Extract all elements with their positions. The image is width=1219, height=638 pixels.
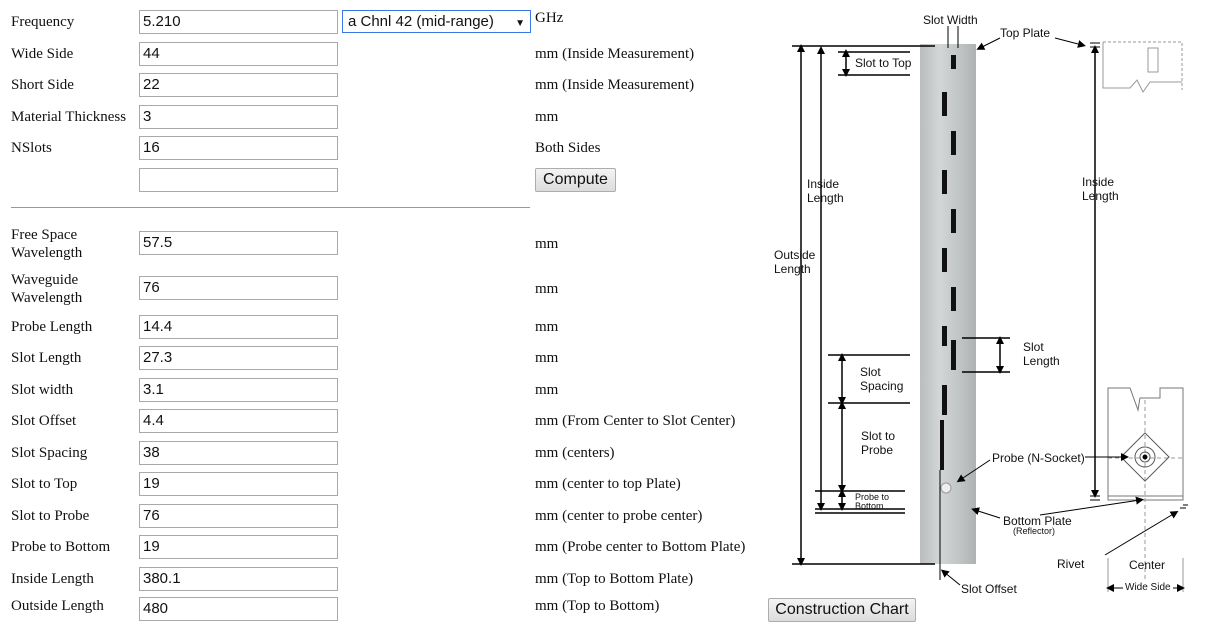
result-input-slot-offset[interactable]: 4.4: [139, 409, 338, 433]
diagram-label-wide-side: Wide Side: [1123, 581, 1173, 595]
result-unit-slot-width: mm: [535, 382, 559, 398]
result-label-slot-length: Slot Length: [11, 350, 82, 366]
waveguide-diagram: [792, 26, 1188, 592]
slots: [940, 55, 956, 470]
short-side-unit: mm (Inside Measurement): [535, 77, 695, 93]
short-side-label: Short Side: [11, 77, 74, 93]
result-input-slot-to-top[interactable]: 19: [139, 472, 338, 496]
result-input-slot-to-probe[interactable]: 76: [139, 504, 338, 528]
wide-side-input[interactable]: 44: [139, 42, 338, 66]
diagram-label-rivet: Rivet: [1057, 557, 1085, 571]
waveguide-body: [920, 44, 976, 564]
result-unit-outside-length: mm (Top to Bottom): [535, 598, 660, 614]
result-label-slot-offset: Slot Offset: [11, 413, 77, 429]
diagram-label-reflector: (Reflector): [1013, 526, 1056, 536]
diagram-label-center: Center: [1129, 558, 1166, 572]
diagram-label-bottom-plate: Bottom Plate: [1003, 514, 1072, 528]
result-unit-probe-length: mm: [535, 319, 559, 335]
result-unit-slot-to-probe: mm (center to probe center): [535, 508, 703, 524]
material-thickness-label: Material Thickness: [11, 109, 127, 125]
result-unit-inside-length: mm (Top to Bottom Plate): [535, 571, 694, 587]
diagram-label-slot-width: Slot Width: [923, 13, 978, 27]
result-unit-slot-spacing: mm (centers): [535, 445, 615, 461]
divider: [11, 207, 530, 208]
result-unit-probe-to-bottom: mm (Probe center to Bottom Plate): [535, 539, 746, 555]
result-label-probe-length: Probe Length: [11, 319, 93, 335]
result-unit-slot-length: mm: [535, 350, 559, 366]
wide-side-label: Wide Side: [11, 46, 74, 62]
frequency-input[interactable]: 5.210: [139, 10, 338, 34]
result-unit-slot-offset: mm (From Center to Slot Center): [535, 413, 736, 429]
frequency-label: Frequency: [11, 14, 75, 30]
result-unit-slot-to-top: mm (center to top Plate): [535, 476, 681, 492]
channel-select[interactable]: a Chnl 42 (mid-range) ▼: [342, 10, 531, 33]
result-input-probe-length[interactable]: 14.4: [139, 315, 338, 339]
channel-select-value: a Chnl 42 (mid-range): [348, 13, 494, 30]
chevron-down-icon: ▼: [515, 18, 525, 29]
wide-side-unit: mm (Inside Measurement): [535, 46, 695, 62]
result-input-probe-to-bottom[interactable]: 19: [139, 535, 338, 559]
result-label-slot-spacing: Slot Spacing: [11, 445, 88, 461]
diagram-label-probe-socket: Probe (N-Socket): [992, 451, 1085, 465]
result-input-slot-spacing[interactable]: 38: [139, 441, 338, 465]
result-label-probe-to-bottom: Probe to Bottom: [11, 539, 111, 555]
diagram-label-top-plate: Top Plate: [1000, 26, 1051, 40]
diagram-label-slot-to-top: Slot to Top: [855, 56, 912, 70]
material-thickness-unit: mm: [535, 109, 559, 125]
construction-chart-button[interactable]: Construction Chart: [768, 598, 916, 622]
result-label-slot-width: Slot width: [11, 382, 74, 398]
result-input-inside-length[interactable]: 380.1: [139, 567, 338, 591]
probe-socket-dot: [940, 482, 952, 494]
compute-button[interactable]: Compute: [535, 168, 616, 192]
result-input-slot-width[interactable]: 3.1: [139, 378, 338, 402]
short-side-input[interactable]: 22: [139, 73, 338, 97]
result-unit-waveguide: mm: [535, 281, 559, 297]
result-label-inside-length: Inside Length: [11, 571, 94, 587]
nslots-label: NSlots: [11, 140, 52, 156]
result-label-slot-to-top: Slot to Top: [11, 476, 78, 492]
nslots-input[interactable]: 16: [139, 136, 338, 160]
extra-input[interactable]: [139, 168, 338, 192]
result-label-outside-length: Outside Length: [11, 598, 104, 614]
frequency-unit: GHz: [535, 10, 564, 26]
diagram-label-slot-offset: Slot Offset: [961, 582, 1017, 596]
result-input-free-space[interactable]: 57.5: [139, 231, 338, 255]
result-input-waveguide[interactable]: 76: [139, 276, 338, 300]
result-input-slot-length[interactable]: 27.3: [139, 346, 338, 370]
nslots-unit: Both Sides: [535, 140, 601, 156]
material-thickness-input[interactable]: 3: [139, 105, 338, 129]
result-unit-free-space: mm: [535, 236, 559, 252]
result-input-outside-length[interactable]: 480: [139, 597, 338, 621]
result-label-slot-to-probe: Slot to Probe: [11, 508, 90, 524]
